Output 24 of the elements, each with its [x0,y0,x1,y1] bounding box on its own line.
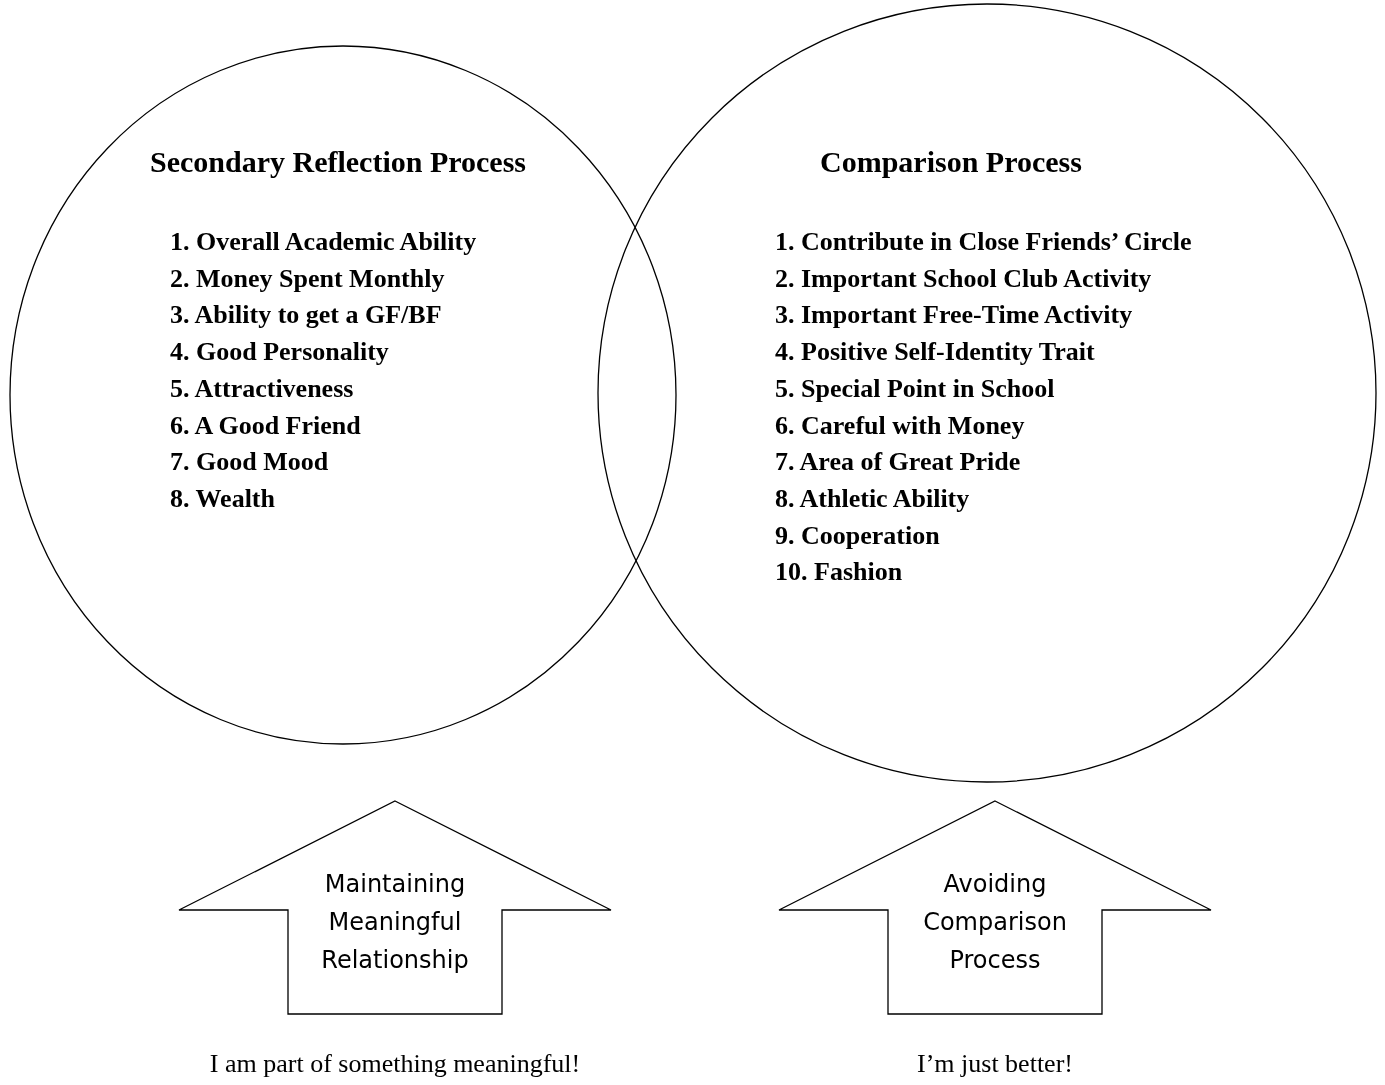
list-item: 4. Good Personality [170,337,389,368]
list-item: 2. Money Spent Monthly [170,263,445,294]
list-item: 1. Overall Academic Ability [170,227,477,257]
list-item: 3. Important Free-Time Activity [775,300,1133,331]
list-item: 7. Area of Great Pride [775,447,1021,478]
caption-text: I’m just better! [917,1049,1073,1079]
list-item: 8. Wealth [170,483,275,514]
circle-heading: Secondary Reflection Process [150,145,527,179]
circle-heading: Comparison Process [820,145,1082,179]
list-item: 9. Cooperation [775,520,940,551]
list-item: 4. Positive Self-Identity Trait [775,337,1095,368]
list-item: 1. Contribute in Close Friends’ Circle [775,227,1192,257]
list-item: 7. Good Mood [170,447,329,478]
arrow-label: Maintaining Meaningful Relationship [320,869,470,976]
list-item: 5. Special Point in School [775,373,1055,404]
list-item: 6. A Good Friend [170,410,361,441]
list-item: 10. Fashion [775,557,903,588]
list-item: 5. Attractiveness [170,373,354,404]
list-item: 2. Important School Club Activity [775,263,1152,294]
list-item: 8. Athletic Ability [775,483,970,514]
caption-text: I am part of something meaningful! [209,1049,581,1079]
list-item: 3. Ability to get a GF/BF [170,300,442,331]
list-item: 6. Careful with Money [775,410,1025,441]
arrow-label: Avoiding Comparison Process [922,869,1068,976]
